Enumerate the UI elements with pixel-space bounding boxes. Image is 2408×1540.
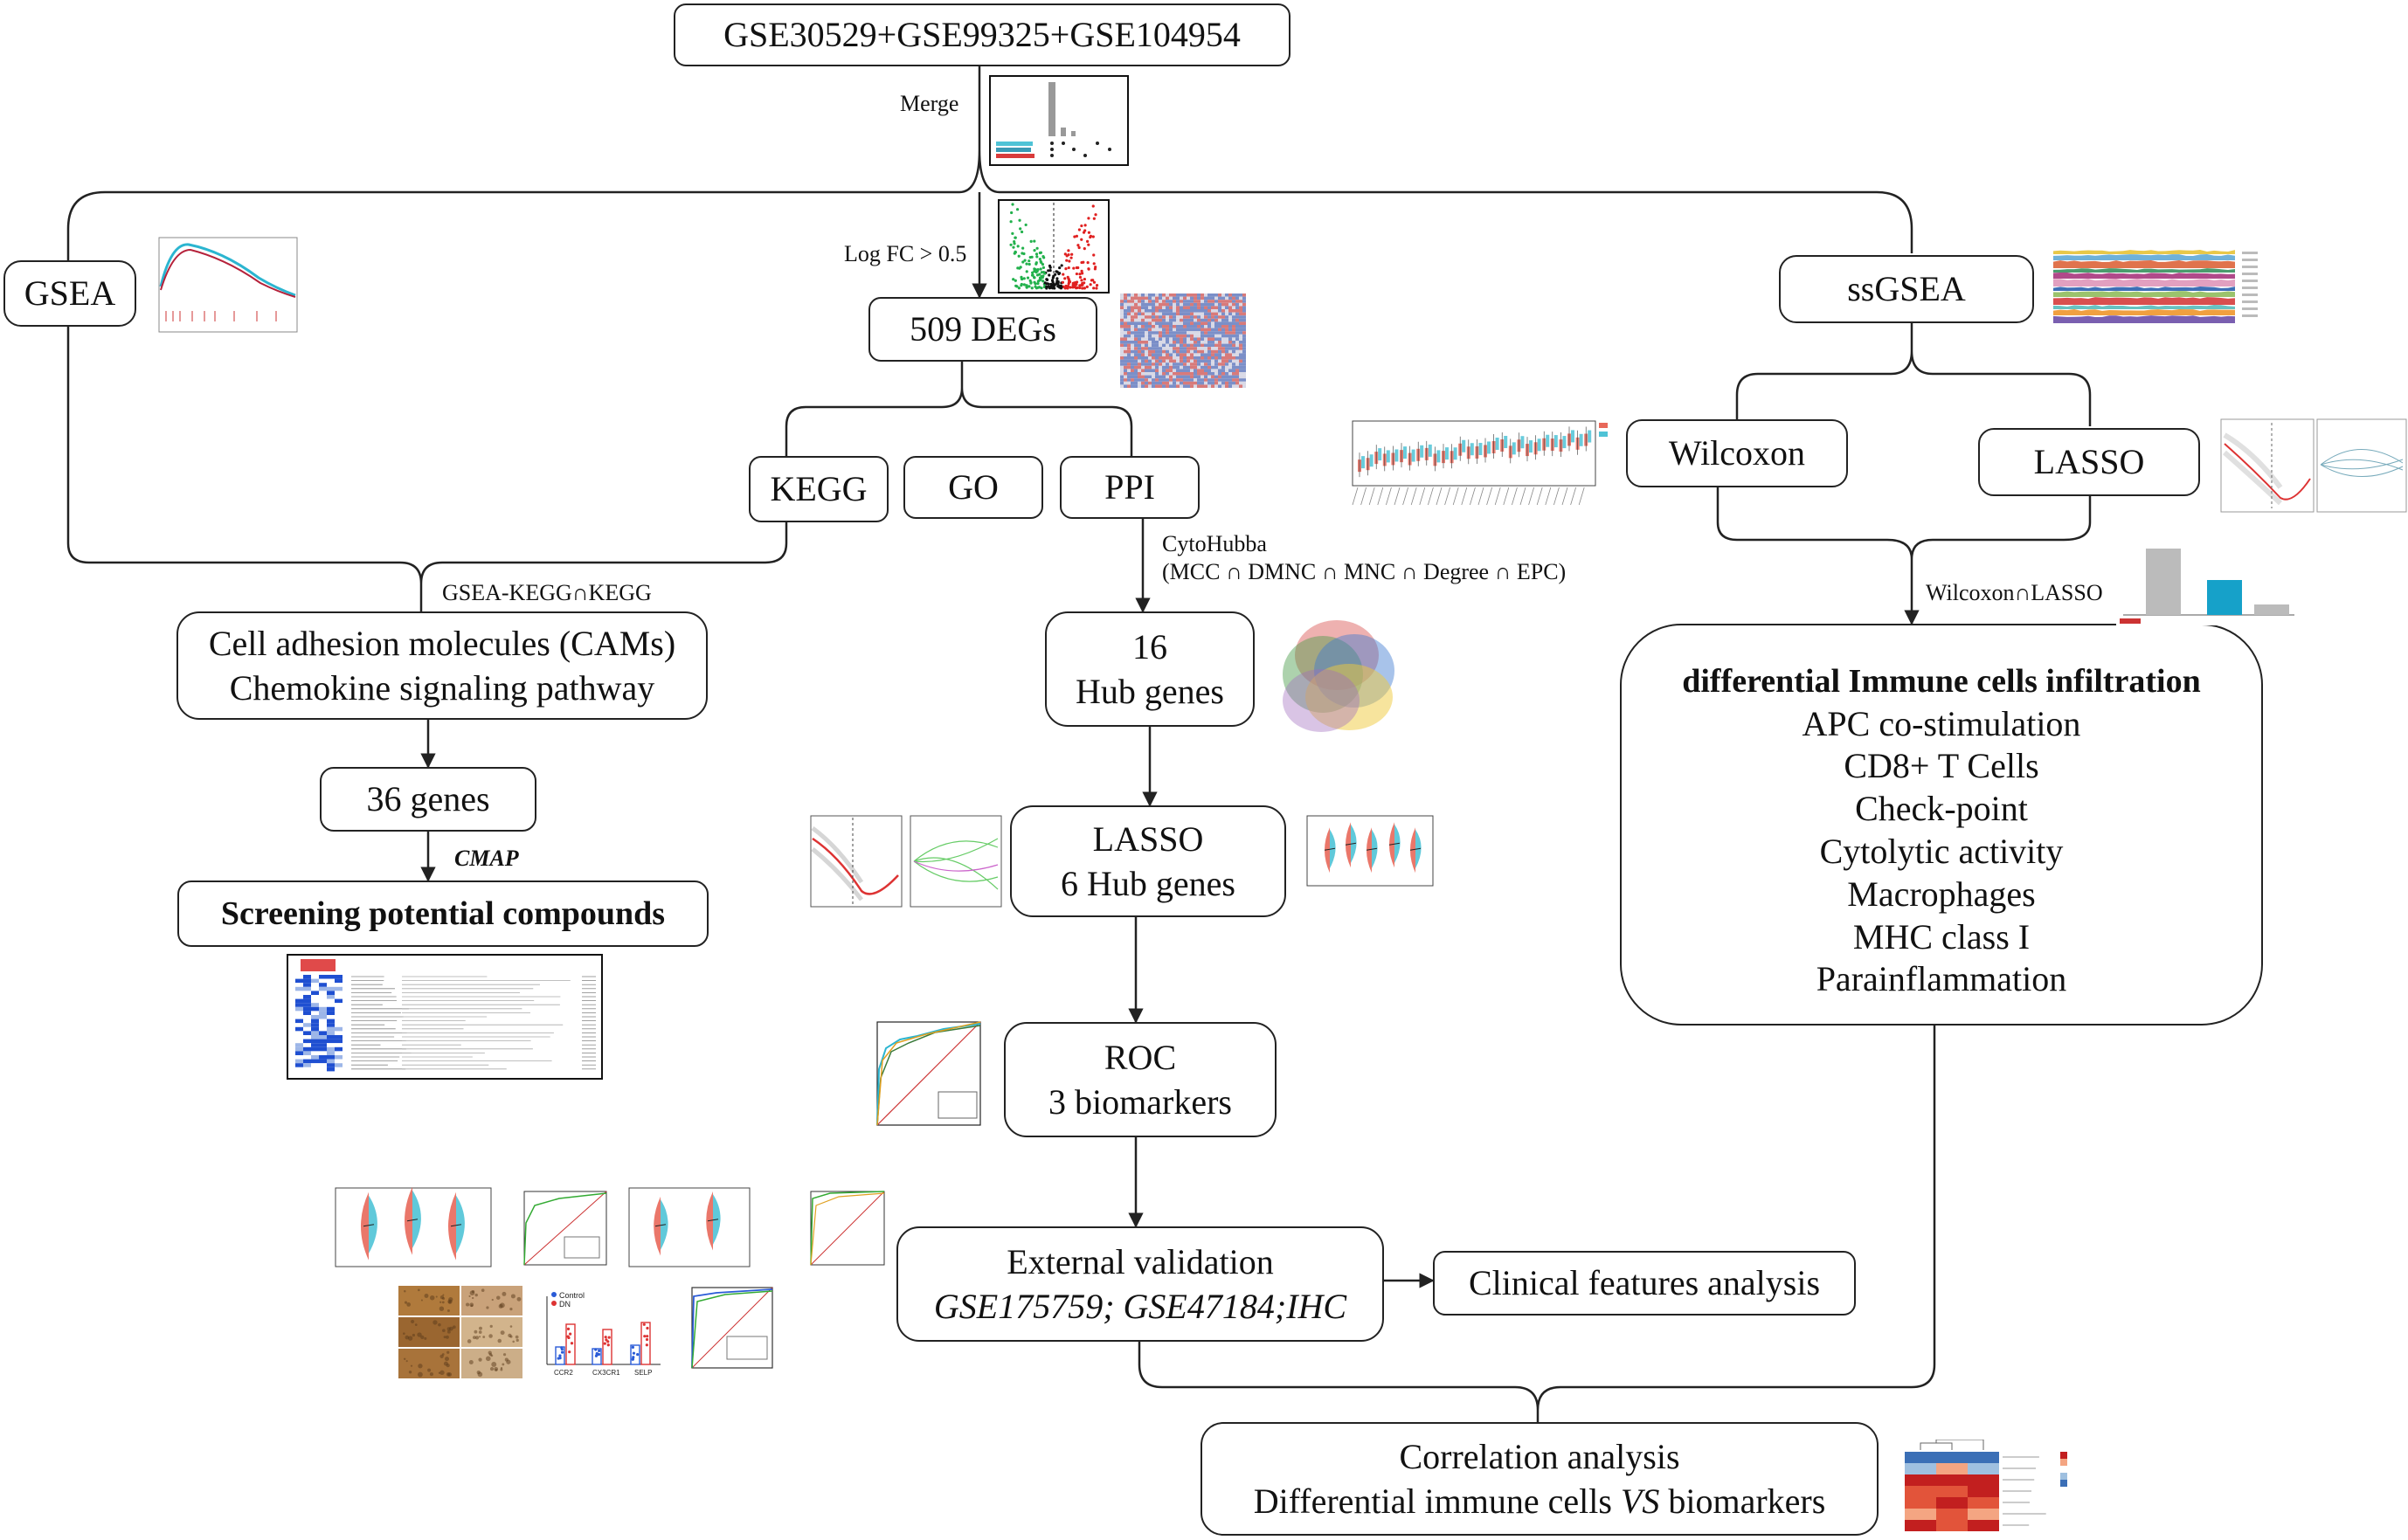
venn-diagram-thumbnail (1265, 603, 1408, 735)
gsea-enrichment-thumbnail (154, 234, 301, 337)
correlation-line2-vs: VS (1620, 1481, 1660, 1521)
wilcoxon-lasso-label: Wilcoxon∩LASSO (1926, 580, 2103, 605)
deg-heatmap-thumbnail (1118, 290, 1251, 390)
lasso-right-thumbnail (2219, 418, 2408, 514)
logfc-label: Log FC > 0.5 (844, 241, 967, 266)
kegg-box: KEGG (749, 456, 889, 522)
immune-cell-item: Cytolytic activity (1819, 832, 2064, 872)
immune-cell-item: Macrophages (1847, 874, 2036, 914)
correlation-heatmap-thumbnail (1898, 1439, 2092, 1536)
split-bracket (66, 190, 1913, 260)
cytohubba-label-line2: (MCC ∩ DMNC ∩ MNC ∩ Degree ∩ EPC) (1162, 559, 1567, 584)
intersection-bar-thumbnail (2116, 542, 2300, 625)
lasso-mid-thumbnail (804, 812, 1005, 910)
clinical-features-text: Clinical features analysis (1468, 1263, 1821, 1303)
clinical-features-box: Clinical features analysis (1433, 1251, 1856, 1316)
roc-line2: 3 biomarkers (1048, 1082, 1232, 1122)
cams-line2: Chemokine signaling pathway (229, 668, 655, 708)
correlation-box: Correlation analysis Differential immune… (1201, 1422, 1879, 1536)
wilcoxon-lasso-bracket (1716, 486, 2092, 560)
degs-box: 509 DEGs (868, 297, 1097, 362)
genes36-text: 36 genes (366, 779, 490, 819)
lasso-mid-line2: 6 Hub genes (1061, 864, 1235, 903)
ssgsea-bracket (1735, 321, 2092, 426)
validation-roc-thumbnail-1 (516, 1188, 610, 1272)
ihc-gene-label-1: CCR2 (554, 1369, 573, 1377)
cmap-heatmap-thumbnail (287, 954, 603, 1080)
wilcoxon-text: Wilcoxon (1668, 433, 1806, 473)
ppi-text: PPI (1104, 467, 1155, 508)
genes36-box: 36 genes (320, 767, 536, 832)
go-box: GO (903, 456, 1043, 519)
validation-violin-thumbnail-1 (329, 1184, 507, 1277)
go-text: GO (948, 467, 999, 508)
immune-cell-item: CD8+ T Cells (1844, 746, 2039, 786)
degs-bracket (785, 360, 1133, 456)
external-line1: External validation (1007, 1241, 1274, 1281)
validation-violin-thumbnail-2 (622, 1184, 765, 1277)
screening-text: Screening potential compounds (220, 894, 666, 932)
ssgsea-text: ssGSEA (1847, 269, 1966, 309)
wilcoxon-box: Wilcoxon (1626, 419, 1848, 487)
gsea-box: GSEA (3, 260, 136, 327)
lasso-right-text: LASSO (2033, 442, 2145, 482)
ihc-micrograph-thumbnail (397, 1284, 526, 1380)
merge-label: Merge (900, 91, 959, 116)
immune-infiltration-box: differential Immune cells infiltration A… (1620, 624, 2263, 1026)
correlation-line2-a: Differential immune cells (1253, 1481, 1621, 1521)
ppi-box: PPI (1060, 456, 1200, 519)
lasso-mid-box: LASSO 6 Hub genes (1010, 805, 1286, 917)
correlation-line2: Differential immune cells VS biomarkers (1254, 1479, 1826, 1523)
gsea-kegg-bracket (66, 327, 788, 584)
immune-cell-item: APC co-stimulation (1802, 703, 2081, 743)
ssgsea-box: ssGSEA (1779, 255, 2034, 323)
cytohubba-label-line1: CytoHubba (1162, 531, 1267, 556)
roc-curve-thumbnail (865, 1017, 987, 1148)
hub16-box: 16 Hub genes (1045, 611, 1255, 727)
immune-cell-item: MHC class I (1852, 916, 2031, 956)
gsea-kegg-label: GSEA-KEGG∩KEGG (442, 580, 652, 605)
ssgsea-heatmap-thumbnail (2050, 246, 2266, 334)
ihc-legend-control: Control (559, 1291, 585, 1300)
ihc-legend-dn: DN (559, 1300, 571, 1309)
correlation-line2-c: biomarkers (1659, 1481, 1826, 1521)
wilcoxon-boxplot-thumbnail (1340, 418, 1613, 515)
lasso-right-box: LASSO (1978, 428, 2200, 496)
screening-box: Screening potential compounds (177, 880, 709, 947)
hub-violin-thumbnail (1300, 812, 1449, 896)
merge-datasets-box: GSE30529+GSE99325+GSE104954 (674, 3, 1290, 66)
gsea-text: GSEA (24, 273, 116, 314)
ihc-roc-thumbnail (682, 1284, 776, 1384)
hub16-line2: Hub genes (1076, 672, 1224, 711)
immune-title: differential Immune cells infiltration (1682, 663, 2201, 700)
cams-line1: Cell adhesion molecules (CAMs) (208, 623, 676, 663)
roc-box: ROC 3 biomarkers (1004, 1022, 1277, 1137)
ihc-gene-label-2: CX3CR1 (592, 1369, 620, 1377)
merge-datasets-text: GSE30529+GSE99325+GSE104954 (723, 15, 1241, 55)
immune-cell-item: Check-point (1855, 789, 2028, 829)
correlation-line1: Correlation analysis (1399, 1436, 1680, 1476)
validation-roc-thumbnail-2 (804, 1188, 888, 1272)
degs-text: 509 DEGs (910, 309, 1056, 349)
roc-line1: ROC (1104, 1037, 1177, 1077)
volcano-plot-thumbnail (998, 199, 1110, 293)
upset-plot-thumbnail (989, 75, 1129, 166)
lasso-mid-line1: LASSO (1092, 818, 1204, 859)
hub16-line1: 16 (1132, 626, 1167, 666)
merge-connector (958, 66, 1000, 194)
cmap-label: CMAP (454, 846, 519, 871)
cams-box: Cell adhesion molecules (CAMs) Chemokine… (176, 611, 708, 720)
kegg-text: KEGG (770, 469, 868, 509)
external-line2: GSE175759; GSE47184;IHC (933, 1287, 1347, 1326)
immune-cell-item: Parainflammation (1816, 959, 2067, 999)
ihc-gene-label-3: SELP (634, 1369, 652, 1377)
external-validation-box: External validation GSE175759; GSE47184;… (896, 1226, 1384, 1342)
ihc-barchart-thumbnail: Control DN CCR2 CX3CR1 SELP (528, 1288, 666, 1384)
